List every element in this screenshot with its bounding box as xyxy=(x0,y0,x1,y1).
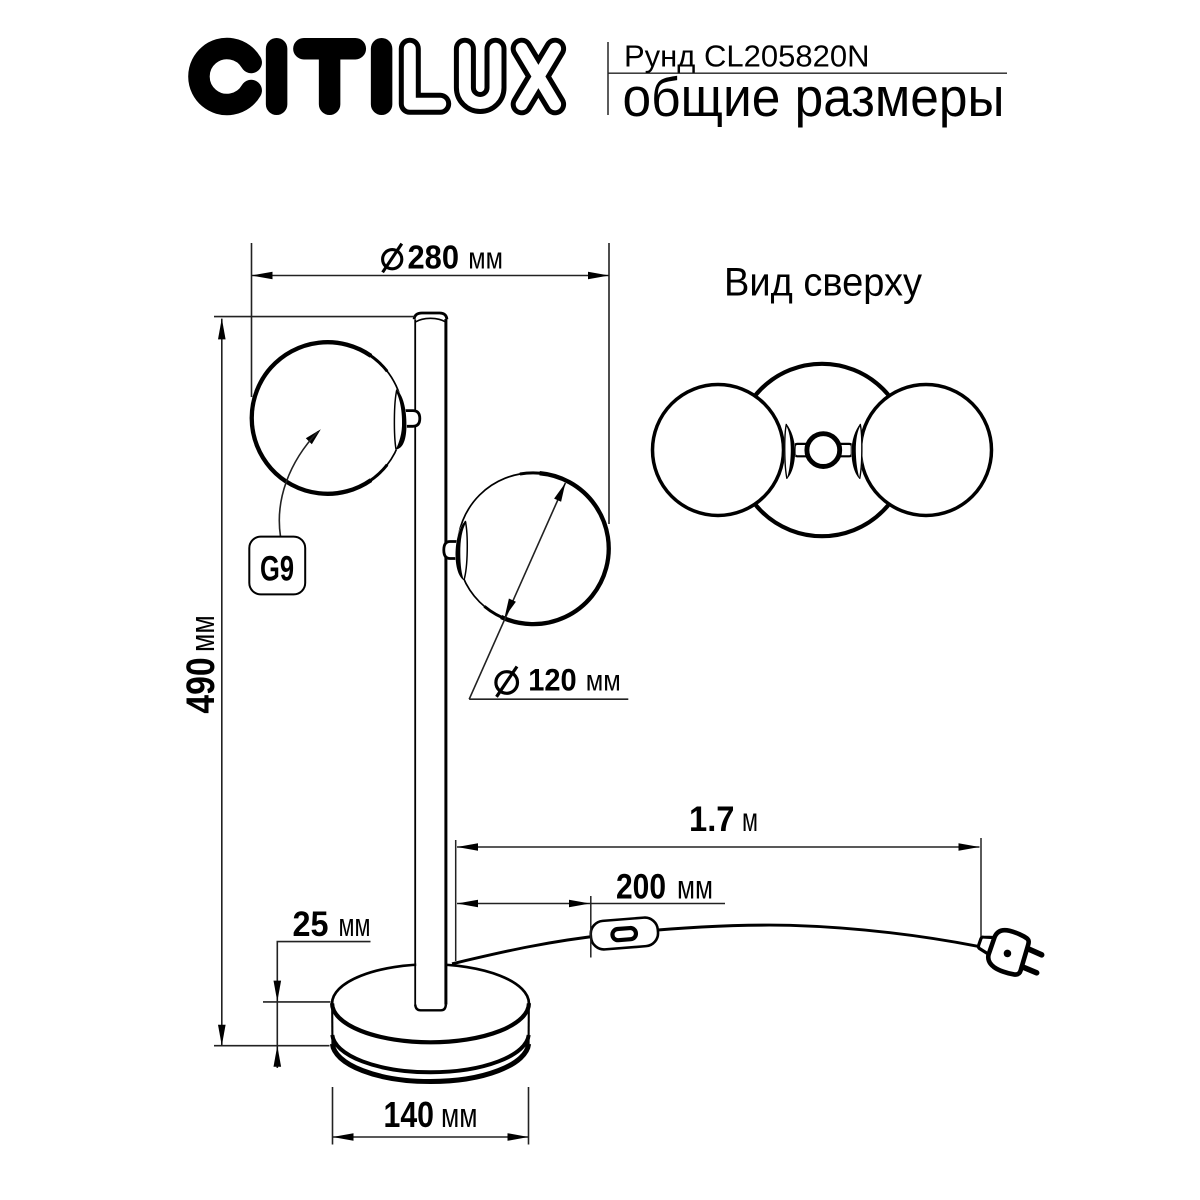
svg-text:мм: мм xyxy=(184,615,222,652)
svg-text:мм: мм xyxy=(586,664,621,697)
svg-text:мм: мм xyxy=(468,241,503,276)
svg-text:120: 120 xyxy=(528,661,576,697)
svg-text:Вид сверху: Вид сверху xyxy=(724,261,922,305)
svg-text:1.7: 1.7 xyxy=(689,800,735,839)
svg-text:490: 490 xyxy=(179,657,223,713)
svg-text:мм: мм xyxy=(677,869,713,906)
svg-text:м: м xyxy=(742,801,758,838)
svg-text:мм: мм xyxy=(339,907,371,943)
svg-text:280: 280 xyxy=(408,239,460,276)
svg-text:140: 140 xyxy=(384,1094,435,1135)
svg-text:мм: мм xyxy=(441,1097,478,1135)
svg-text:25: 25 xyxy=(293,905,329,944)
svg-text:Рунд CL205820N: Рунд CL205820N xyxy=(624,39,869,74)
svg-text:200: 200 xyxy=(616,868,666,907)
svg-text:G9: G9 xyxy=(260,549,294,589)
svg-text:общие размеры: общие размеры xyxy=(623,66,1005,128)
